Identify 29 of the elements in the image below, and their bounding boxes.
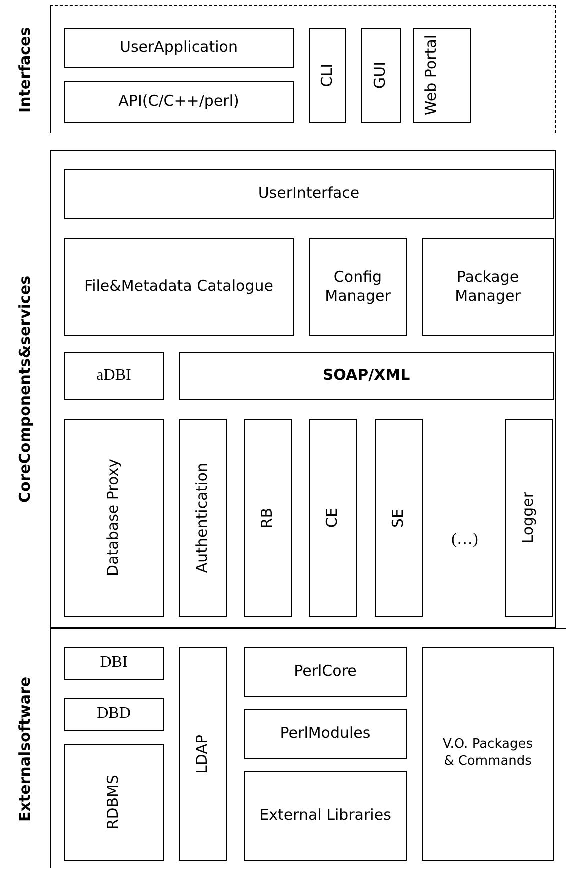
component-box: RDBMS: [64, 744, 164, 861]
component-box: CE: [309, 419, 357, 617]
component-box: UserApplication: [64, 28, 294, 68]
component-box: PerlModules: [244, 709, 407, 759]
component-box: Authentication: [179, 419, 227, 617]
component-box: SE: [375, 419, 423, 617]
component-box: DBI: [64, 647, 164, 680]
ellipsis-label: (…): [450, 530, 480, 550]
component-box: External Libraries: [244, 771, 407, 861]
component-box: LDAP: [179, 647, 227, 861]
component-box: RB: [244, 419, 292, 617]
component-box: Database Proxy: [64, 419, 164, 617]
component-box: DBD: [64, 698, 164, 731]
component-box: CLI: [309, 28, 346, 123]
component-box: Logger: [505, 419, 553, 617]
component-box: SOAP/XML: [179, 352, 554, 400]
component-box: aDBI: [64, 352, 164, 400]
layer-title: CoreComponents&services: [15, 276, 35, 506]
layer-title: Externalsoftware: [15, 675, 35, 824]
component-box: Web Portal: [413, 28, 471, 123]
layer-title: Interfaces: [15, 26, 35, 115]
component-box: UserInterface: [64, 169, 554, 219]
component-box: Config Manager: [309, 238, 407, 336]
component-box: GUI: [361, 28, 401, 123]
component-box: API(C/C++/perl): [64, 81, 294, 123]
component-box: V.O. Packages & Commands: [422, 647, 554, 861]
component-box: PerlCore: [244, 647, 407, 697]
component-box: Package Manager: [422, 238, 554, 336]
component-box: File&Metadata Catalogue: [64, 238, 294, 336]
